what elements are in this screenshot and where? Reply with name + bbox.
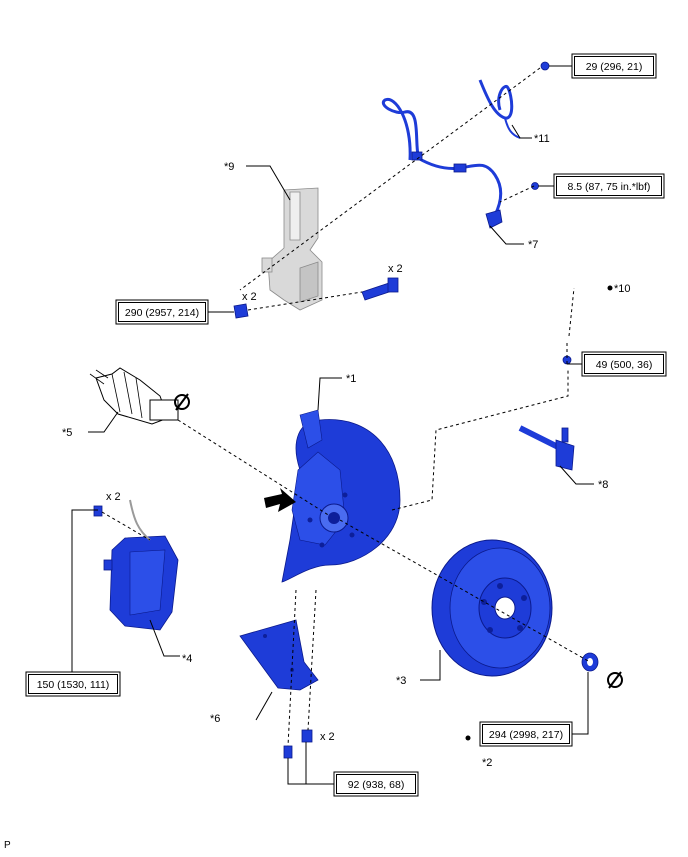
callout-10: *10 bbox=[614, 283, 631, 295]
strut-bolts bbox=[233, 277, 399, 319]
torque-spec-92: 92 (938, 68) bbox=[333, 771, 419, 797]
callout-4: *4 bbox=[182, 653, 192, 665]
svg-text:49 (500, 36): 49 (500, 36) bbox=[596, 359, 653, 371]
torque-spec-150: 150 (1530, 111) bbox=[25, 671, 121, 697]
torque-spec-29: 29 (296, 21) bbox=[571, 53, 657, 79]
callout-7: *7 bbox=[528, 239, 538, 251]
callout-3: *3 bbox=[396, 675, 406, 687]
corner-mark: P bbox=[4, 840, 11, 851]
steering-knuckle bbox=[281, 409, 401, 583]
torque-spec-49: 49 (500, 36) bbox=[581, 351, 667, 377]
qty-strut-nuts: x 2 bbox=[242, 291, 257, 303]
callout-6: *6 bbox=[210, 713, 220, 725]
qty-caliper-bolts: x 2 bbox=[106, 491, 121, 503]
hub-nut bbox=[465, 285, 613, 741]
bracket bbox=[239, 619, 319, 759]
speed-sensor-harness bbox=[381, 61, 550, 229]
brake-caliper bbox=[93, 499, 179, 631]
tie-rod-end bbox=[518, 355, 575, 471]
svg-text:8.5 (87, 75 in.*lbf): 8.5 (87, 75 in.*lbf) bbox=[568, 181, 651, 193]
disc-rotor bbox=[431, 539, 553, 677]
shock-absorber bbox=[261, 187, 323, 311]
torque-spec-8-5: 8.5 (87, 75 in.*lbf) bbox=[553, 173, 665, 199]
assembly-lines bbox=[101, 67, 591, 747]
svg-text:92 (938, 68): 92 (938, 68) bbox=[348, 779, 405, 791]
qty-lower-bolts: x 2 bbox=[320, 731, 335, 743]
do-not-reuse-icon bbox=[174, 393, 623, 689]
torque-spec-290: 290 (2957, 214) bbox=[115, 299, 209, 325]
callout-2: *2 bbox=[482, 757, 492, 769]
qty-strut-bolts: x 2 bbox=[388, 263, 403, 275]
callout-1: *1 bbox=[346, 373, 356, 385]
svg-text:29 (296, 21): 29 (296, 21) bbox=[586, 61, 643, 73]
svg-text:150 (1530, 111): 150 (1530, 111) bbox=[37, 679, 110, 691]
direction-arrow-icon bbox=[264, 488, 296, 512]
callout-8: *8 bbox=[598, 479, 608, 491]
torque-spec-294: 294 (2998, 217) bbox=[479, 721, 573, 747]
svg-text:294 (2998, 217): 294 (2998, 217) bbox=[489, 729, 563, 741]
callout-11: *11 bbox=[534, 133, 550, 145]
drive-shaft bbox=[89, 367, 179, 425]
callout-9: *9 bbox=[224, 161, 234, 173]
callout-5: *5 bbox=[62, 427, 72, 439]
svg-text:290 (2957, 214): 290 (2957, 214) bbox=[125, 307, 199, 319]
